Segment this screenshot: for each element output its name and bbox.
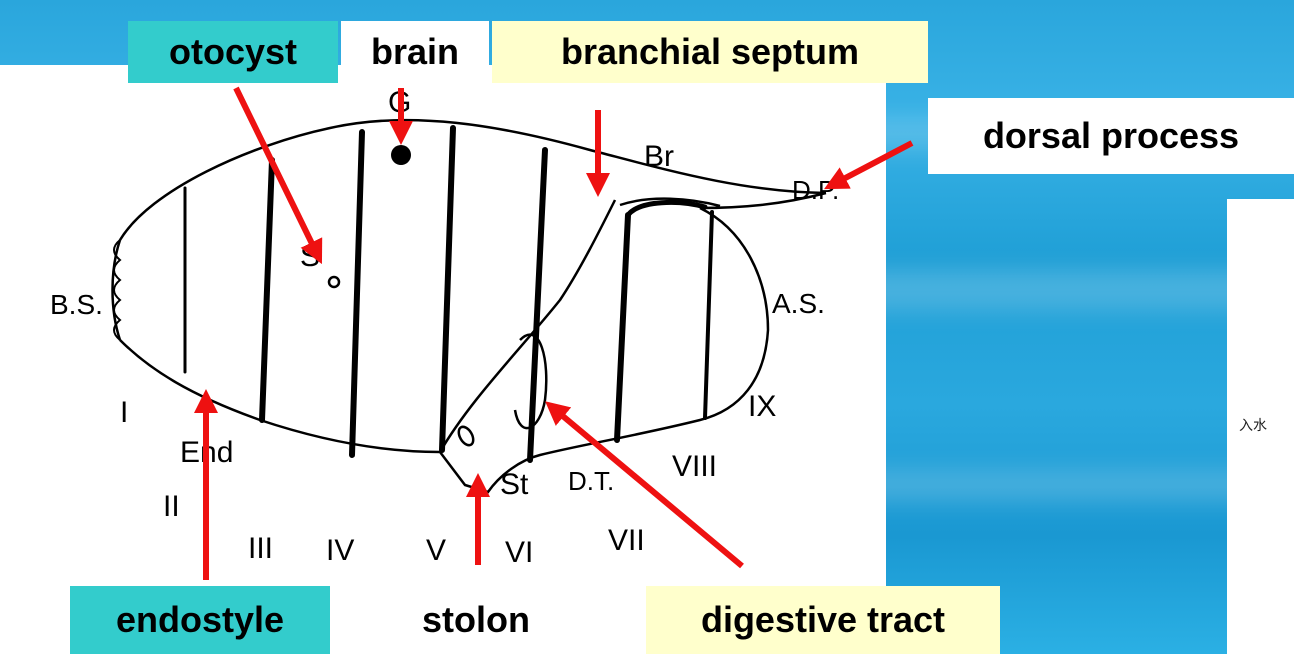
numeral-6: VI [505, 536, 533, 569]
stolon-label: stolon [386, 586, 566, 654]
digestive-tract-label: digestive tract [646, 586, 1000, 654]
letter-bs: B.S. [50, 289, 103, 320]
muscle-bands [185, 128, 712, 460]
numeral-7: VII [608, 524, 645, 557]
numeral-8: VIII [672, 450, 717, 483]
pointer-arrows [206, 88, 912, 580]
otocyst-label: otocyst [128, 21, 338, 83]
stolon-shape [456, 424, 476, 447]
numeral-2: II [163, 490, 180, 523]
numeral-4: IV [326, 534, 354, 567]
letter-st: St [500, 468, 529, 501]
letter-as: A.S. [772, 288, 825, 319]
numeral-1: I [120, 396, 128, 429]
otocyst-dot [329, 277, 339, 287]
numeral-5: V [426, 534, 446, 567]
brain-label: brain [341, 21, 489, 83]
letter-dp: D.P. [792, 175, 839, 205]
numeral-3: III [248, 532, 273, 565]
letter-br: Br [644, 140, 674, 173]
branchial-septum-label: branchial septum [492, 21, 928, 83]
segment-numerals: I II III IV V VI VII VIII IX [120, 390, 776, 569]
numeral-9: IX [748, 390, 776, 423]
dorsal-process-arrow [832, 143, 912, 185]
dorsal-process-label: dorsal process [928, 98, 1294, 174]
endostyle-label: endostyle [70, 586, 330, 654]
letter-dt: D.T. [568, 466, 614, 496]
otocyst-arrow [236, 88, 318, 256]
brain-dot [391, 145, 411, 165]
